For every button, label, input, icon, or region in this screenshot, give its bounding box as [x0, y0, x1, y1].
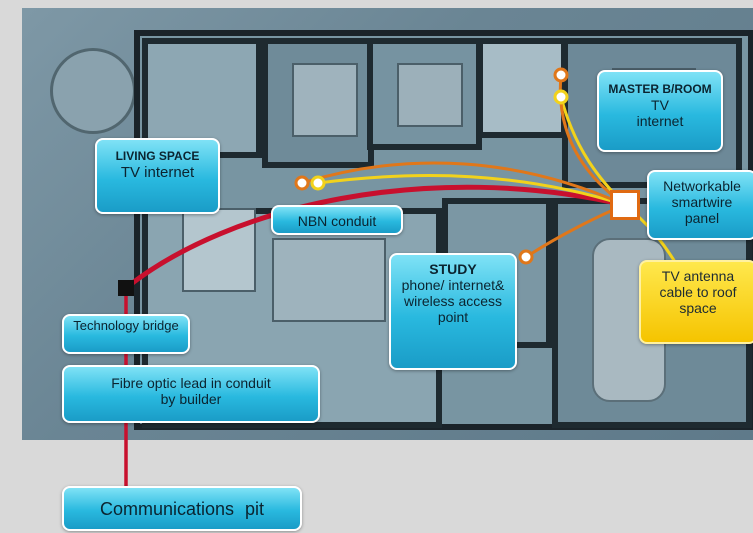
car [592, 238, 666, 402]
smartwire-panel-icon [610, 190, 640, 220]
study-body: phone/ internet& wireless access point [401, 277, 505, 326]
outdoor-table [50, 48, 136, 134]
living-yellow-cable [317, 174, 626, 207]
technology-bridge-label: Technology bridge [62, 314, 190, 354]
living-orange-cable [301, 161, 626, 207]
communications-pit-text: Communications pit [99, 499, 265, 519]
bed-2 [397, 63, 463, 127]
fibre-optic-label: Fibre optic lead in conduit by builder [62, 365, 320, 423]
room-bathroom [477, 38, 567, 138]
nbn-conduit-label: NBN conduit [271, 205, 403, 235]
sofa [272, 238, 386, 322]
bed-1 [292, 63, 358, 137]
living-orange-connector [294, 175, 310, 191]
living-yellow-connector [310, 175, 326, 191]
nbn-conduit-text: NBN conduit [297, 213, 377, 229]
master-title: MASTER B/ROOM [608, 82, 712, 96]
communications-pit-label: Communications pit [62, 486, 302, 531]
study-orange-connector [518, 249, 534, 265]
living-space-title: LIVING SPACE [115, 149, 200, 163]
tv-antenna-label: TV antenna cable to roof space [639, 260, 753, 344]
technology-bridge-icon [118, 280, 134, 296]
master-orange-connector [553, 67, 569, 83]
living-space-body: TV internet [120, 163, 195, 181]
living-space-label: LIVING SPACE TV internet [95, 138, 220, 214]
study-title: STUDY [429, 261, 477, 277]
master-yellow-connector [553, 89, 569, 105]
fibre-optic-text: Fibre optic lead in conduit by builder [111, 375, 271, 408]
tv-antenna-text: TV antenna cable to roof space [659, 268, 737, 317]
master-bedroom-label: MASTER B/ROOM TV internet [597, 70, 723, 152]
master-body: internet [636, 112, 684, 129]
nbn-conduit-cable [124, 184, 626, 290]
master-body-inline: TV [651, 96, 669, 113]
technology-bridge-text: Technology bridge [73, 318, 179, 333]
study-label: STUDY phone/ internet& wireless access p… [389, 253, 517, 370]
networkable-panel-text: Networkable smartwire panel [663, 178, 741, 227]
networkable-panel-label: Networkable smartwire panel [647, 170, 753, 240]
